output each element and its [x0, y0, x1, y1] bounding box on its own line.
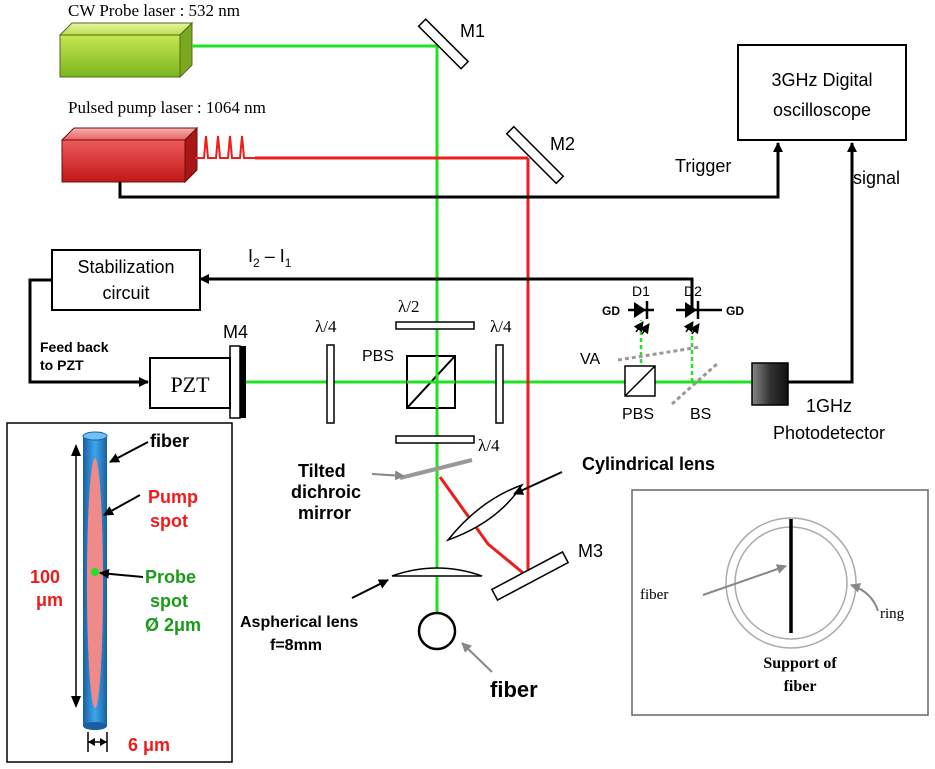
photodetector-line1: 1GHz	[806, 396, 852, 416]
aspherical-lens-line2: f=8mm	[270, 637, 322, 654]
mirror-m4	[229, 345, 246, 419]
support-fiber-label: fiber	[640, 587, 668, 603]
stabilization-line2: circuit	[102, 283, 149, 303]
va-marker	[617, 345, 701, 362]
support-fiber-pointer	[702, 564, 787, 596]
trigger-label: Trigger	[675, 156, 731, 176]
bs-marker	[671, 361, 719, 406]
photodiode-d2	[676, 301, 722, 335]
mirror-m1	[417, 18, 470, 70]
signal-wire	[788, 142, 857, 384]
support-inset-box	[631, 489, 929, 716]
inset-probe-3: Ø 2μm	[145, 615, 201, 635]
small-pbs	[624, 365, 656, 397]
support-ring	[725, 517, 857, 649]
va-label: VA	[580, 351, 600, 368]
mirror-m2	[505, 125, 565, 185]
inset-pump-2: spot	[150, 511, 188, 531]
photodiode-d1	[628, 301, 654, 335]
probe-laser	[58, 21, 194, 79]
waveplate-qw-right	[495, 344, 504, 424]
inset-pump-1: Pump	[148, 487, 198, 507]
inset-width: 6 μm	[128, 735, 170, 755]
waveplate-qw-right-label: λ/4	[490, 317, 512, 336]
photodiode-d1-label: D1	[632, 283, 650, 299]
oscilloscope-line2: oscilloscope	[773, 100, 871, 120]
aspherical-lens-line1: Aspherical lens	[240, 614, 358, 631]
waveplate-qw-left-label: λ/4	[315, 317, 337, 336]
waveplate-qw-bottom	[395, 435, 475, 444]
cylindrical-lens-label: Cylindrical lens	[582, 454, 715, 474]
oscilloscope-box	[737, 44, 907, 141]
mirror-m1-label: M1	[460, 21, 485, 41]
oscilloscope-line1: 3GHz Digital	[771, 70, 872, 90]
red-beam	[255, 156, 530, 579]
mirror-m3	[490, 550, 570, 602]
signal-label: signal	[853, 168, 900, 188]
fiber-main-label: fiber	[490, 677, 538, 702]
error-signal-wire	[199, 274, 694, 308]
difference-label: I2 – I1	[248, 246, 292, 270]
support-title-1: Support of	[763, 655, 837, 672]
aspherical-lens	[391, 567, 483, 577]
dichroic-line1: Tilted	[298, 461, 346, 481]
fiber-pointer	[461, 642, 493, 673]
probe-laser-label: CW Probe laser : 532 nm	[68, 1, 240, 20]
pump-laser-label: Pulsed pump laser : 1064 nm	[68, 98, 266, 117]
pump-laser	[60, 126, 199, 184]
inset-probe-2: spot	[150, 591, 188, 611]
photodetector	[751, 362, 789, 406]
mirror-m3-label: M3	[578, 541, 603, 561]
support-ring-label: ring	[880, 606, 905, 622]
inset-probe-1: Probe	[145, 567, 196, 587]
pump-spot	[87, 458, 103, 708]
small-pbs-label: PBS	[622, 406, 654, 423]
support-ring-pointer	[850, 583, 879, 612]
inset-pump-pointer	[103, 494, 141, 516]
pbs-main-label: PBS	[362, 348, 394, 365]
dichroic-line3: mirror	[298, 503, 351, 523]
feedback-line1: Feed back	[40, 339, 109, 355]
waveplate-qw-left	[326, 344, 335, 424]
feedback-wire	[28, 278, 149, 387]
bs-label: BS	[690, 406, 711, 423]
cylindrical-lens	[445, 483, 524, 542]
pulse-train	[195, 135, 255, 159]
width-dimension	[87, 732, 108, 752]
length-arrow	[71, 444, 81, 708]
mirror-m2-label: M2	[550, 134, 575, 154]
trigger-wire	[118, 142, 783, 199]
dichroic-pointer	[371, 470, 405, 481]
fiber-inset-box	[6, 422, 233, 763]
mirror-m4-label: M4	[223, 322, 248, 342]
waveplate-qw-bottom-label: λ/4	[478, 436, 500, 455]
inset-probe-pointer	[99, 568, 144, 579]
photodiode-d2-label: D2	[684, 283, 702, 299]
support-title-2: fiber	[784, 678, 817, 695]
feedback-line2: to PZT	[40, 357, 84, 373]
cylindrical-lens-pointer	[513, 471, 563, 495]
fiber-cross-section	[417, 611, 457, 651]
gd-left-label: GD	[602, 304, 620, 318]
gd-right-label: GD	[726, 304, 744, 318]
pzt-box	[149, 357, 231, 409]
pzt-label: PZT	[170, 372, 210, 397]
waveplate-hw-top	[395, 321, 475, 330]
aspherical-lens-pointer	[351, 579, 389, 599]
stabilization-line1: Stabilization	[77, 257, 174, 277]
inset-length-1: 100	[30, 567, 60, 587]
photodetector-line2: Photodetector	[773, 423, 885, 443]
dichroic-mirror	[399, 458, 473, 480]
inset-fiber-label: fiber	[150, 431, 189, 451]
dichroic-line2: dichroic	[291, 482, 361, 502]
inset-fiber-pointer	[109, 441, 149, 463]
waveplate-hw-top-label: λ/2	[398, 297, 419, 316]
inset-length-2: μm	[36, 590, 63, 610]
probe-spot	[91, 568, 99, 576]
